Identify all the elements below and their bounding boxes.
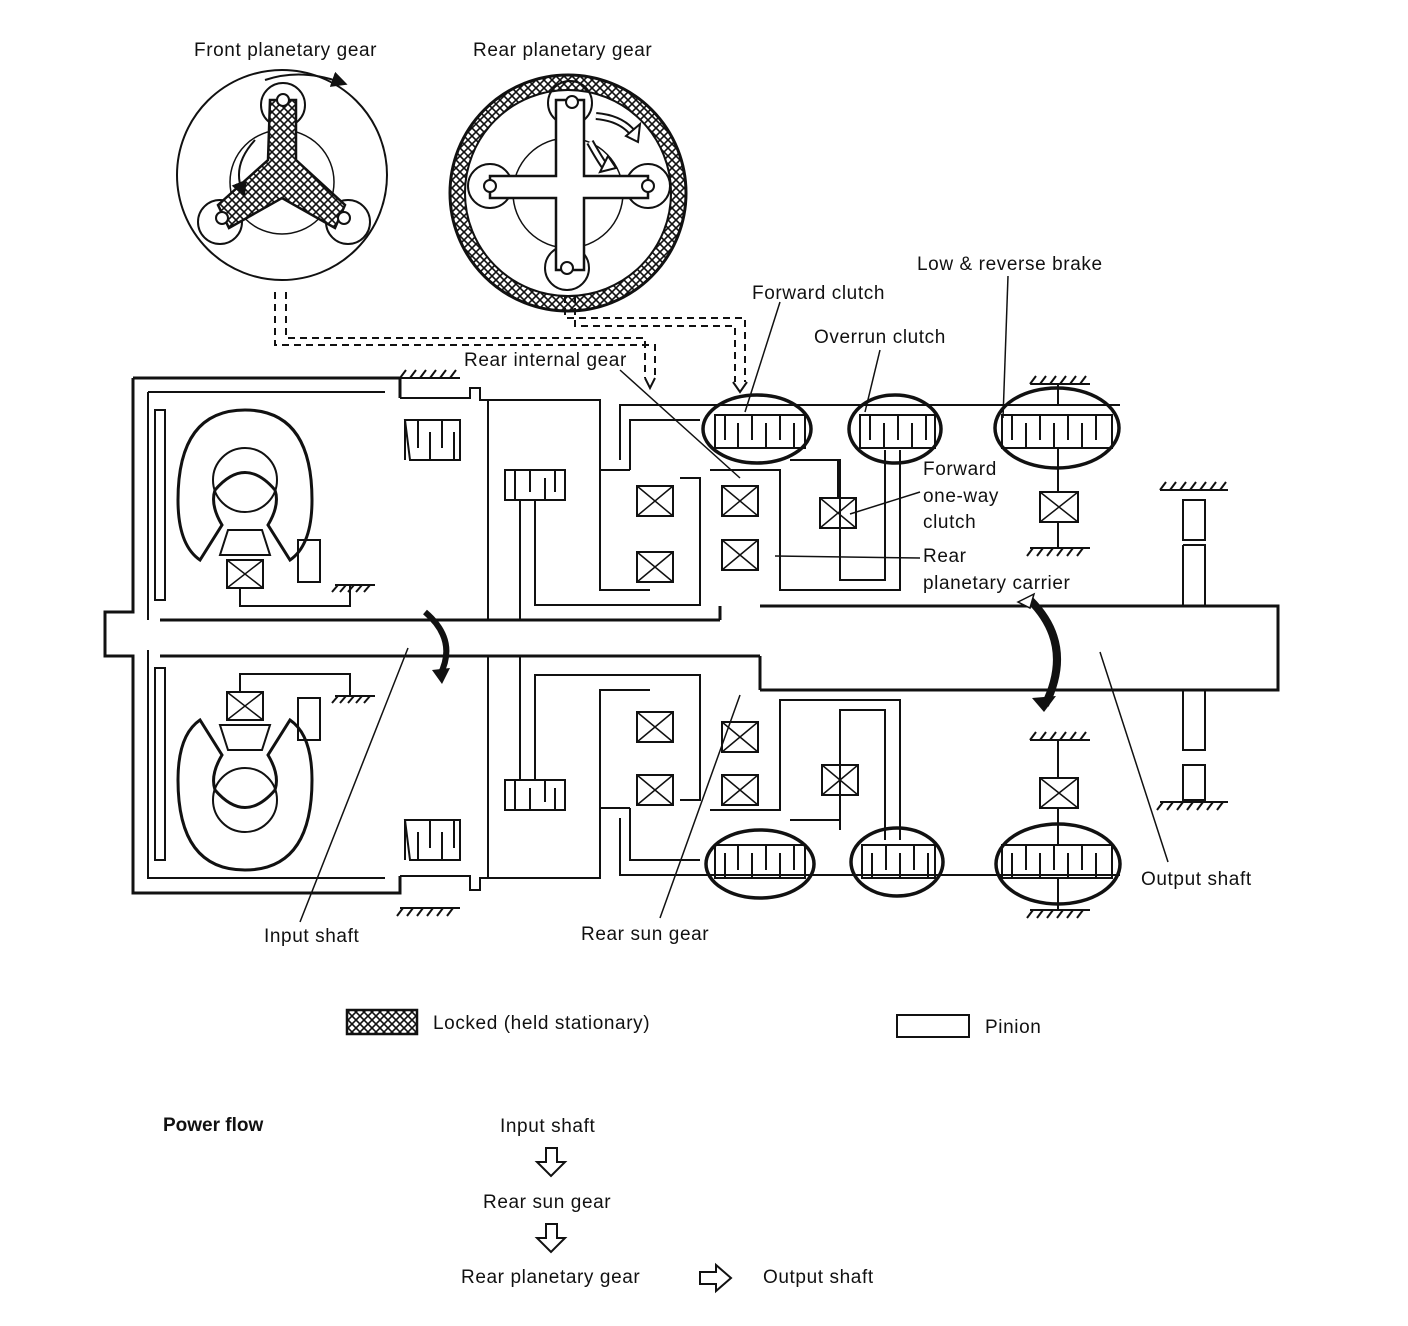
power-flow-title: Power flow <box>163 1115 264 1136</box>
rear-planetary-gear-view <box>448 73 688 313</box>
transmission-cross-section <box>103 369 1280 919</box>
front-gear-dashed-leader-inner <box>274 292 656 378</box>
label-leader-lines <box>299 275 1169 923</box>
down-arrow-icon <box>534 1147 568 1178</box>
forward-one-way-clutch-label-line-2: one-way <box>923 486 999 507</box>
right-arrow-icon <box>699 1262 733 1294</box>
input-shaft-label: Input shaft <box>264 926 359 947</box>
down-arrow-icon <box>534 1223 568 1254</box>
forward-one-way-clutch-label-line-1: Forward <box>923 459 997 480</box>
rear-gear-dashed-leader-inner <box>574 296 736 382</box>
power-flow-step-1: Input shaft <box>500 1116 595 1137</box>
front-gear-dashed-leader <box>285 292 646 378</box>
rear-planetary-carrier-label-line-2: planetary carrier <box>923 573 1071 594</box>
power-flow: Power flow Input shaft Rear sun gear Rea… <box>163 1115 874 1294</box>
front-planetary-gear-view <box>176 69 388 281</box>
rear-gear-dashed-arrowhead <box>732 381 748 394</box>
power-flow-step-2: Rear sun gear <box>483 1192 611 1213</box>
rear-planetary-gear-label: Rear planetary gear <box>473 40 652 61</box>
pinion-legend-label: Pinion <box>985 1017 1041 1038</box>
rear-sun-gear-label: Rear sun gear <box>581 924 709 945</box>
power-flow-step-4: Output shaft <box>763 1267 874 1288</box>
front-planetary-gear-label: Front planetary gear <box>194 40 377 61</box>
forward-one-way-clutch-label-line-3: clutch <box>923 512 976 533</box>
overrun-clutch-label: Overrun clutch <box>814 327 946 348</box>
locked-legend-label: Locked (held stationary) <box>433 1013 650 1034</box>
low-reverse-brake-label: Low & reverse brake <box>917 254 1103 275</box>
rear-planetary-carrier-label-line-1: Rear <box>923 546 967 567</box>
output-shaft-label: Output shaft <box>1141 869 1252 890</box>
pinion-swatch <box>896 1014 970 1038</box>
locked-swatch <box>345 1008 419 1036</box>
legend: Locked (held stationary) Pinion <box>345 1008 1041 1038</box>
rear-gear-dashed-leader <box>564 296 746 382</box>
rear-internal-gear-label: Rear internal gear <box>464 350 627 371</box>
power-flow-step-3: Rear planetary gear <box>461 1267 640 1288</box>
forward-clutch-label: Forward clutch <box>752 283 885 304</box>
front-gear-dashed-arrowhead <box>644 377 656 391</box>
